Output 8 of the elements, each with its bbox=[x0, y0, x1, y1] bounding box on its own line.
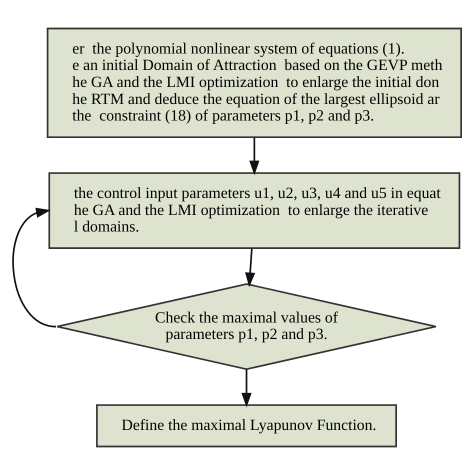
node-box: Define the maximal Lyapunov Function. bbox=[96, 404, 397, 447]
arrow bbox=[241, 368, 252, 407]
node-diamond: Check the maximal values of parameters p1, p2 and p3. bbox=[56, 282, 437, 370]
arrow bbox=[249, 137, 260, 175]
arrow bbox=[245, 248, 256, 287]
arrow bbox=[12, 207, 56, 327]
node-box: er the polynomial nonlinear system of equations (1). e an initial Domain of Attraction based on the GEVP meth he GA and the LMI optimization to enlarge the initial don he RTM and deduce the equation of the largest ellipsoid ar the constraint (18) of parameters p1, p2 and p3. bbox=[46, 27, 462, 138]
node-box: the control input parameters u1, u2, u3, u4 and u5 in equat he GA and the LMI optimization to enlarge the iterative l domains. bbox=[48, 172, 460, 248]
